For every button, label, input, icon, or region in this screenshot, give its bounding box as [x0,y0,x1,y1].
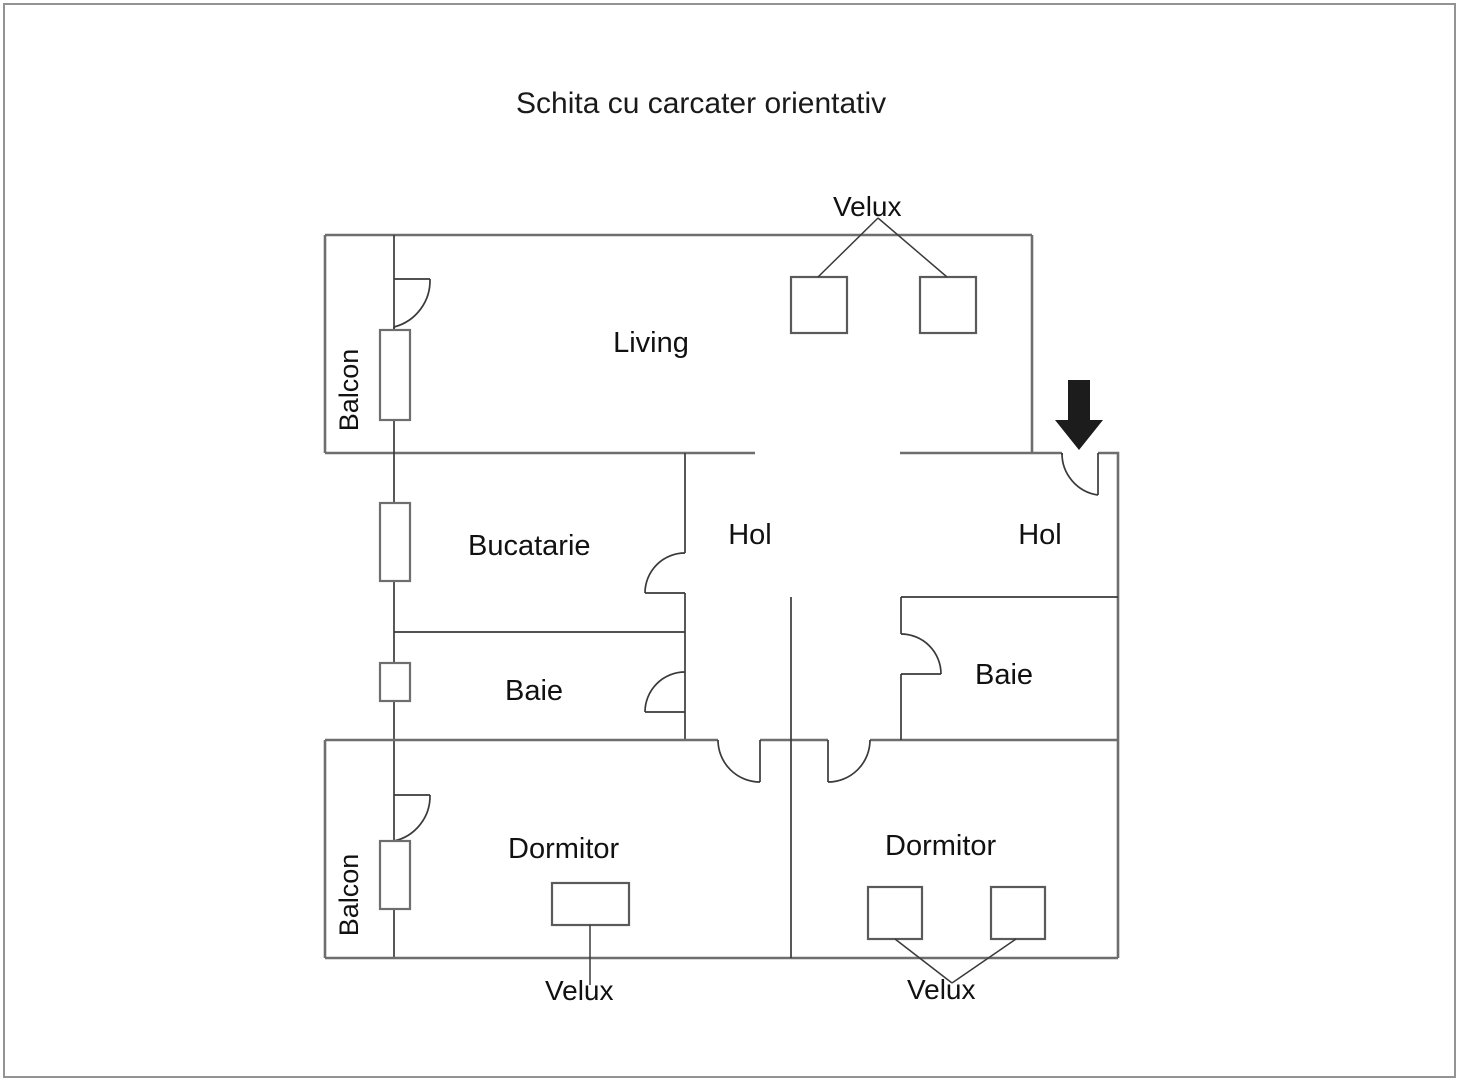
dormitor-left-skylight [550,881,631,927]
living-skylight-2 [918,275,978,335]
wall-right-lower [1098,451,1120,958]
velux-label-living: Velux [833,191,902,222]
room-label-dormitor-left: Dormitor [508,833,620,865]
baie-left-window [378,661,412,703]
balcon-top-window [378,328,412,422]
room-label-balcon-top: Balcon [334,349,364,432]
bucatarie-window [378,501,412,583]
leader-velux-dormitor-right-a [894,938,953,984]
dormitor-right-skylight-2 [989,885,1047,941]
door-entrance-arc [1061,452,1099,496]
skylights-group [550,275,1047,941]
windows-group [378,328,412,911]
room-label-living: Living [613,327,689,359]
door-dormitor-left-arc [717,739,761,783]
door-swings [393,278,1099,842]
velux-label-dormitor-right: Velux [907,974,976,1005]
room-label-hol-left: Hol [728,519,772,551]
wall-structure [323,233,1120,960]
velux-label-dormitor-left: Velux [545,975,614,1006]
door-bucatarie-arc [644,552,686,594]
room-label-balcon-bottom: Balcon [334,854,364,937]
leader-velux-living-right [877,217,948,278]
door-balcon-top-arc [393,278,431,328]
leader-velux-living-left [817,217,879,278]
entrance-arrow [1055,380,1103,450]
room-labels: Living Balcon Bucatarie Hol Hol Baie Bai… [334,327,1062,936]
page-title: Schita cu carcater orientativ [516,87,886,120]
balcon-bottom-window [378,839,412,911]
velux-labels: Velux Velux Velux [545,191,976,1006]
leader-lines [589,217,1017,985]
leader-velux-dormitor-right-b [951,938,1017,984]
room-label-baie-right: Baie [975,659,1033,691]
room-label-bucatarie: Bucatarie [468,530,591,562]
room-label-baie-left: Baie [505,675,563,707]
door-baie-left-arc [644,671,686,713]
entrance-arrow-shape [1055,380,1103,450]
dormitor-right-skylight-1 [866,885,924,941]
door-baie-right-arc [900,633,942,675]
door-balcon-bottom-arc [393,794,431,842]
room-label-dormitor-right: Dormitor [885,830,997,862]
living-skylight-1 [789,275,849,335]
door-dormitor-right-arc [827,739,871,783]
room-label-hol-right: Hol [1018,519,1062,551]
